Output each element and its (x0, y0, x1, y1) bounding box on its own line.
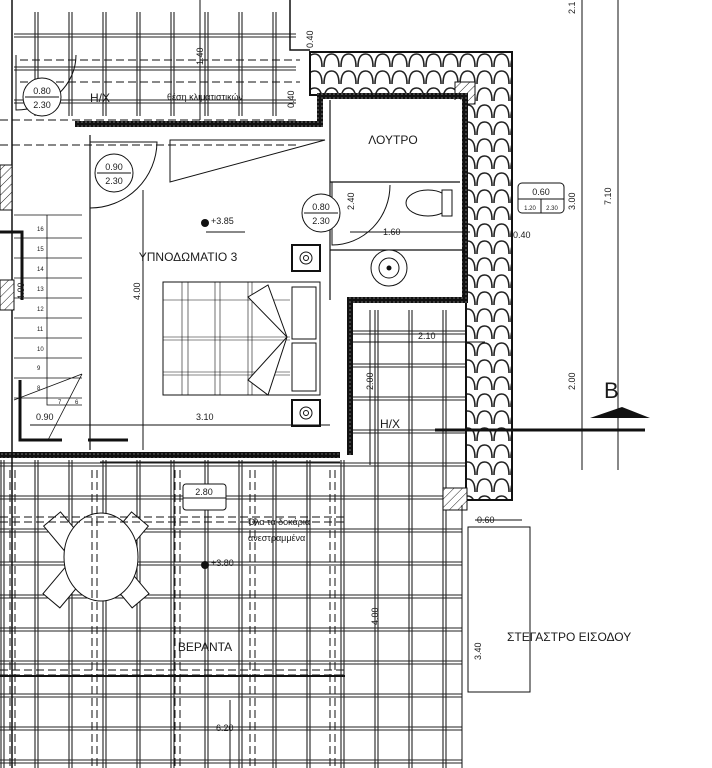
dimension: 4.00 (132, 282, 142, 300)
window-width: 0.60 (532, 187, 550, 197)
beams (0, 59, 345, 768)
step-number: 11 (37, 327, 44, 333)
dimension: 3.00 (567, 192, 577, 210)
dimension: 4.00 (370, 607, 380, 625)
dimension-texts: 1.40 0.40 0.40 2.40 4.00 3.10 0.90 4.00 … (16, 1, 613, 733)
step-number: 10 (37, 347, 44, 353)
beams-note: ανεστραμμένα (248, 533, 305, 543)
stair-step-numbers: 16 15 14 13 12 11 10 9 8 7 6 (37, 227, 79, 406)
dimension: 4.00 (16, 282, 26, 300)
step-number: 16 (37, 227, 44, 233)
dimension: 3.40 (473, 642, 483, 660)
door-width: 0.90 (105, 162, 123, 172)
window-tag: 0.60 1.20 2.30 (517, 182, 565, 214)
window-sill: 1.20 (524, 206, 536, 212)
level-marker-icon (201, 561, 209, 569)
section-marker-arrow (590, 407, 650, 418)
washbasin (370, 249, 408, 287)
bed (162, 281, 321, 396)
level-veranda: +3.80 (211, 558, 234, 568)
door-tag: 0.80 2.30 (22, 77, 62, 117)
step-number: 15 (37, 247, 44, 253)
ac-position-note: θέση κλιματιστικών (167, 92, 244, 102)
level-bedroom: +3.85 (211, 216, 234, 226)
room-label-bedroom: ΥΠΝΟΔΩΜΑΤΙΟ 3 (139, 250, 238, 264)
veranda-tiles (0, 460, 462, 768)
step-number: 14 (37, 267, 44, 273)
dimension-lines (30, 0, 645, 768)
step-number: 9 (37, 366, 41, 372)
toilet (405, 189, 453, 217)
section-marker-label: B (604, 378, 619, 403)
dimension: 0.40 (305, 30, 315, 48)
dimension: 3.10 (196, 412, 214, 422)
walls (0, 0, 468, 768)
dimension: 0.90 (36, 412, 54, 422)
window-tag: 2.80 (182, 483, 227, 511)
dimension: 7.10 (603, 187, 613, 205)
nightstands (291, 244, 321, 427)
step-number: 7 (58, 400, 62, 406)
door-width: 0.80 (312, 202, 330, 212)
door-width: 0.80 (33, 86, 51, 96)
step-number: 13 (37, 287, 44, 293)
staircase (13, 214, 83, 441)
door-tag: 0.90 2.30 (94, 153, 134, 193)
dimension: 2.10 (418, 331, 436, 341)
dimension: 2.00 (365, 372, 375, 390)
beams-note: Όλα τα δοκάρια (247, 517, 310, 527)
dimension: 2.1 (567, 1, 577, 14)
room-label-veranda: ΒΕΡΑΝΤΑ (178, 640, 232, 654)
dimension: 1.40 (195, 47, 205, 65)
dimension: 2.00 (567, 372, 577, 390)
ac-unit-label: Η/Χ (90, 91, 110, 105)
dimension: 0.60 (477, 515, 495, 525)
dimension: 1.60 (383, 227, 401, 237)
dimension: 2.40 (346, 192, 356, 210)
step-number: 8 (37, 386, 41, 392)
window-width: 2.80 (195, 487, 213, 497)
room-label-bathroom: ΛΟΥΤΡΟ (368, 133, 417, 147)
door-height: 2.30 (312, 216, 330, 226)
dimension: 0.40 (286, 90, 296, 108)
level-marker-icon (201, 219, 209, 227)
dimension: 6.20 (216, 723, 234, 733)
ac-unit-label: Η/Χ (380, 417, 400, 431)
room-label-entrance-canopy: ΣΤΕΓΑΣΤΡΟ ΕΙΣΟΔΟΥ (507, 630, 631, 644)
door-tag: 0.80 2.30 (301, 193, 341, 233)
door-height: 2.30 (105, 176, 123, 186)
step-number: 6 (75, 400, 79, 406)
door-height: 2.30 (33, 100, 51, 110)
step-number: 12 (37, 307, 44, 313)
window-height: 2.30 (546, 206, 558, 212)
dimension: 0.40 (513, 230, 531, 240)
entrance-canopy (467, 526, 531, 693)
